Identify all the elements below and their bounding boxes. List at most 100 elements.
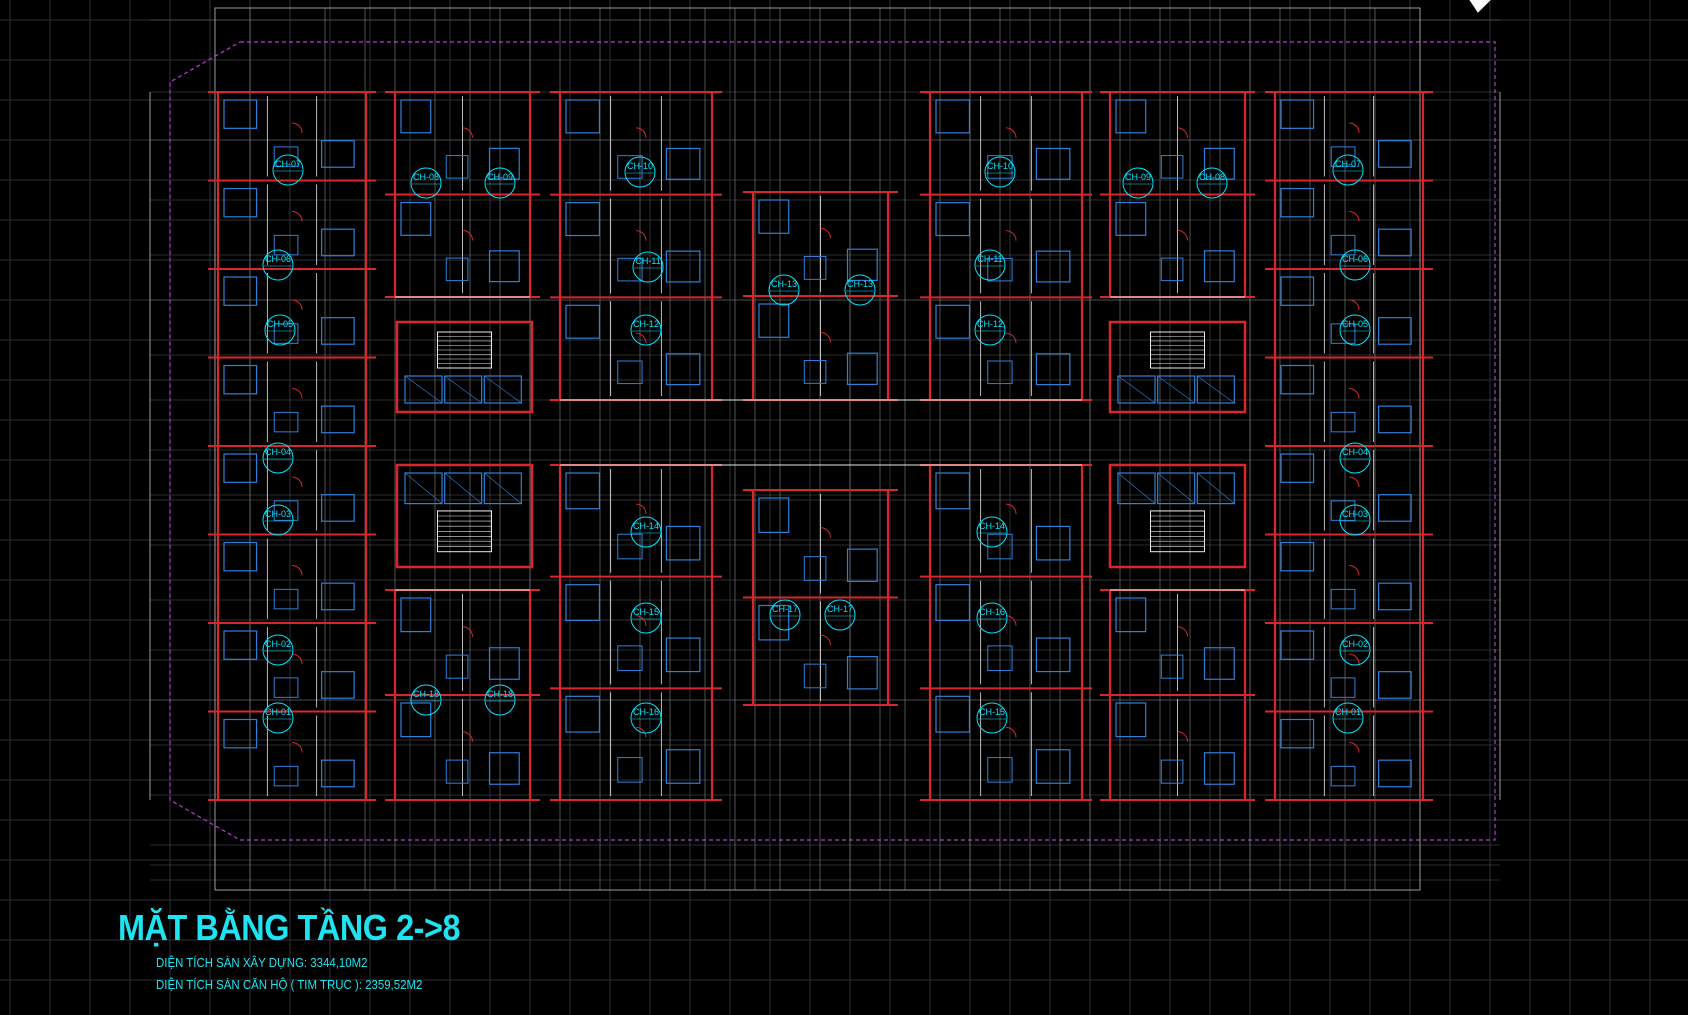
- furniture: [400, 201, 432, 236]
- furniture: [565, 695, 601, 733]
- furniture: [987, 155, 1013, 179]
- furniture: [445, 759, 469, 784]
- furniture: [223, 718, 258, 749]
- door-arc: [1348, 122, 1360, 134]
- unit-label-circle: [262, 634, 294, 666]
- furniture: [1115, 99, 1147, 134]
- unit-label-circle: [632, 251, 664, 283]
- door-arc: [820, 634, 831, 646]
- furniture: [321, 494, 355, 522]
- unit-label-text: CH-03: [265, 509, 291, 519]
- unit-label-circle: [768, 274, 800, 306]
- build-area-text: DIỆN TÍCH SÀN XÂY DỰNG: 3344,10M2: [156, 955, 368, 970]
- furniture: [223, 541, 258, 572]
- unit-label-circle: [1339, 442, 1371, 474]
- furniture: [665, 250, 701, 283]
- unit-label-text: CH-10: [987, 161, 1013, 171]
- unit-label-circle: [976, 602, 1008, 634]
- unit-label-text: CH-17: [772, 604, 798, 614]
- furniture: [1160, 654, 1184, 679]
- furniture: [1035, 147, 1071, 180]
- furniture: [223, 364, 258, 395]
- unit-label-text: CH-01: [1335, 707, 1361, 717]
- unit-label-circle: [974, 249, 1006, 281]
- furniture: [1330, 765, 1356, 787]
- door-arc: [635, 230, 647, 241]
- furniture: [1035, 525, 1071, 561]
- furniture: [445, 257, 469, 282]
- door-arc: [462, 731, 473, 742]
- door-arc: [462, 626, 473, 637]
- unit-label-text: CH-13: [771, 279, 797, 289]
- unit-label-circle: [1339, 249, 1371, 281]
- furniture: [565, 472, 601, 510]
- door-arc: [1348, 741, 1360, 753]
- door-arc: [1005, 230, 1017, 241]
- cursor-icon: [1469, 0, 1491, 13]
- furniture: [488, 147, 520, 180]
- furniture: [223, 630, 258, 660]
- unit-label-text: CH-06: [1342, 254, 1368, 264]
- unit-label-circle: [1196, 167, 1228, 199]
- door-arc: [1005, 726, 1017, 738]
- unit-label-text: CH-05: [267, 319, 293, 329]
- elevator: [1117, 375, 1156, 404]
- furniture: [1330, 234, 1356, 256]
- door-arc: [291, 387, 303, 399]
- furniture: [565, 202, 601, 237]
- furniture: [273, 588, 299, 610]
- unit-label-text: CH-04: [1342, 447, 1368, 457]
- building-wings: [208, 91, 1433, 801]
- elevator-cross: [1157, 375, 1195, 404]
- furniture: [935, 202, 971, 237]
- furniture: [987, 257, 1013, 282]
- unit-label-circle: [262, 702, 294, 734]
- furniture: [273, 677, 299, 698]
- door-arc: [1177, 626, 1188, 637]
- door-arc: [1348, 210, 1360, 222]
- furniture: [1377, 494, 1412, 522]
- furniture: [400, 702, 432, 738]
- furniture: [935, 99, 971, 134]
- core-outline: [1108, 463, 1247, 569]
- furniture: [803, 663, 827, 689]
- unit-label-circle: [1339, 504, 1371, 536]
- furniture: [935, 695, 971, 733]
- unit-label-text: CH-02: [1342, 639, 1368, 649]
- furniture: [758, 303, 790, 338]
- furniture: [1203, 647, 1235, 680]
- elevator-cross: [404, 472, 443, 504]
- furniture: [223, 276, 258, 306]
- unit-label-circle: [1332, 154, 1364, 186]
- door-arc: [820, 227, 831, 239]
- furniture: [665, 353, 701, 386]
- unit-label-circle: [410, 684, 442, 716]
- furniture: [321, 140, 355, 168]
- elevator: [404, 375, 443, 404]
- door-arc: [1348, 653, 1360, 665]
- unit-label-text: CH-04: [265, 447, 291, 457]
- furniture: [321, 671, 355, 699]
- furniture: [1377, 759, 1412, 788]
- furniture: [565, 99, 601, 134]
- furniture: [1330, 677, 1356, 698]
- elevator-cross: [444, 472, 482, 504]
- elevator-cross: [1117, 472, 1156, 504]
- furniture: [1280, 541, 1315, 572]
- door-arc: [635, 503, 647, 515]
- core-outline: [1108, 320, 1247, 414]
- furniture: [1377, 228, 1412, 257]
- furniture: [846, 656, 878, 690]
- unit-label-circle: [824, 599, 856, 631]
- elevator: [444, 375, 483, 404]
- door-arc: [291, 564, 303, 576]
- unit-label-circle: [974, 314, 1006, 346]
- elevator: [483, 472, 522, 505]
- door-arc: [462, 229, 473, 241]
- furniture: [488, 647, 520, 680]
- unit-label-text: CH-18: [487, 689, 513, 699]
- unit-label-circle: [984, 156, 1016, 188]
